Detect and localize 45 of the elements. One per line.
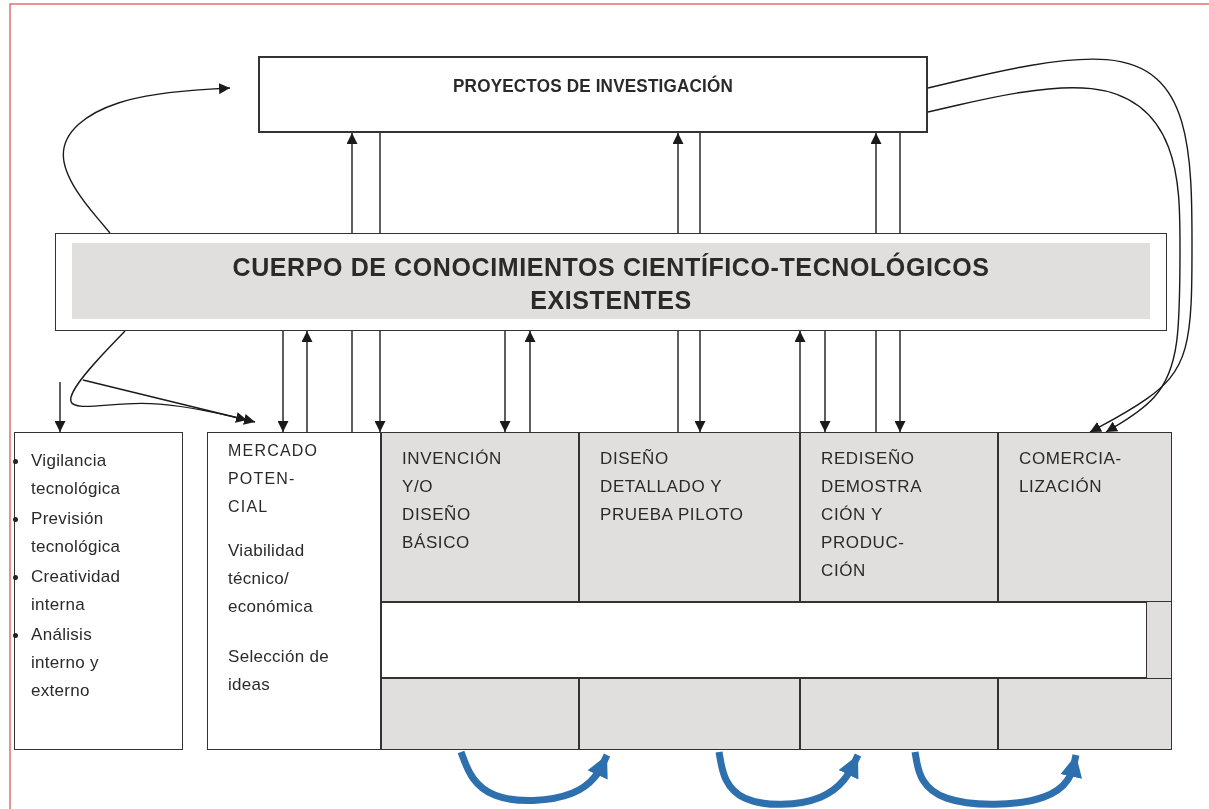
list-item: Creatividad interna — [31, 566, 122, 616]
stage-box — [381, 602, 1147, 678]
stage-box — [800, 678, 998, 750]
arrow — [82, 379, 256, 425]
stage-note: Selección de ideas — [228, 646, 330, 696]
arrow — [301, 330, 313, 433]
stage-box — [579, 678, 800, 750]
arrow — [894, 330, 906, 433]
list-item: Análisis interno y externo — [31, 624, 100, 702]
stage-note: Viabilidad técnico/ económica — [228, 540, 314, 618]
box-title: PROYECTOS DE INVESTIGACIÓN — [452, 75, 734, 97]
arrow — [62, 83, 231, 234]
arrow — [524, 330, 536, 433]
stage-box — [381, 432, 579, 602]
project-box — [258, 56, 928, 133]
stage-box — [579, 432, 800, 602]
stage-box — [998, 432, 1172, 602]
list-item: Previsión tecnológica — [31, 508, 122, 558]
stage-title: REDISEÑO DEMOSTRA CIÓN Y PRODUC- CIÓN — [821, 448, 923, 582]
arrow — [499, 330, 511, 433]
knowledge-box — [55, 233, 1167, 331]
arrow — [70, 330, 248, 423]
arrow — [346, 132, 358, 234]
source-list-box — [14, 432, 183, 750]
curved-arrow — [457, 750, 611, 804]
box-title: CUERPO DE CONOCIMIENTOS CIENTÍFICO-TECNOLÓGICOS EXISTENTES — [72, 243, 1150, 319]
stage-box — [800, 432, 998, 602]
arrow — [794, 330, 806, 433]
list-item: Vigilancia tecnológica — [31, 450, 122, 500]
arrow — [374, 330, 386, 433]
arrow — [672, 132, 684, 234]
stage-title: DISEÑO DETALLADO Y PRUEBA PILOTO — [600, 448, 745, 526]
stage-title: INVENCIÓN Y/O DISEÑO BÁSICO — [402, 448, 502, 554]
arrow — [870, 132, 882, 234]
arrow — [819, 330, 831, 433]
curved-arrow — [715, 751, 862, 808]
stage-title: MERCADO POTEN- CIAL — [228, 441, 320, 517]
curved-arrow — [911, 751, 1082, 808]
stage-box — [998, 678, 1172, 750]
market-box — [207, 432, 381, 750]
stage-title: COMERCIA- LIZACIÓN — [1019, 448, 1123, 498]
stage-box — [381, 678, 579, 750]
arrow — [694, 330, 706, 433]
arrow — [277, 330, 289, 433]
arrow — [54, 381, 66, 433]
